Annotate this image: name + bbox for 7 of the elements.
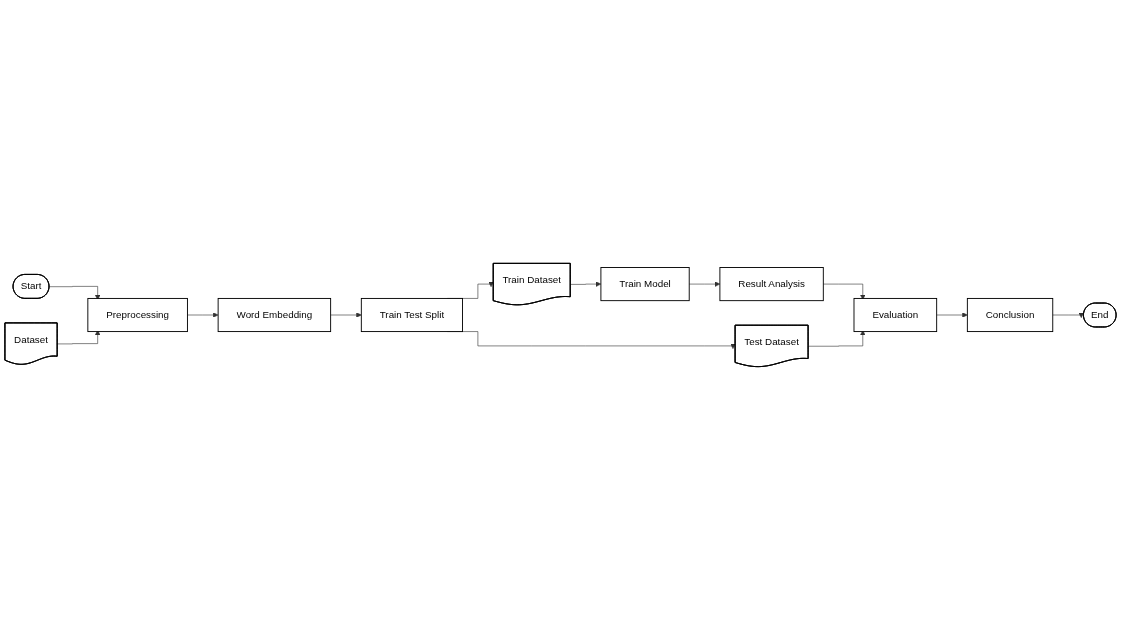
node-box: Preprocessing (87, 297, 188, 333)
node-box: Train Model (600, 267, 690, 302)
node-box: Word Embedding (217, 297, 332, 333)
node-box: Train Test Split (360, 297, 463, 333)
node-box: Result Analysis (719, 267, 824, 302)
node-box: Conclusion (966, 297, 1054, 333)
node-box: Evaluation (853, 297, 938, 333)
